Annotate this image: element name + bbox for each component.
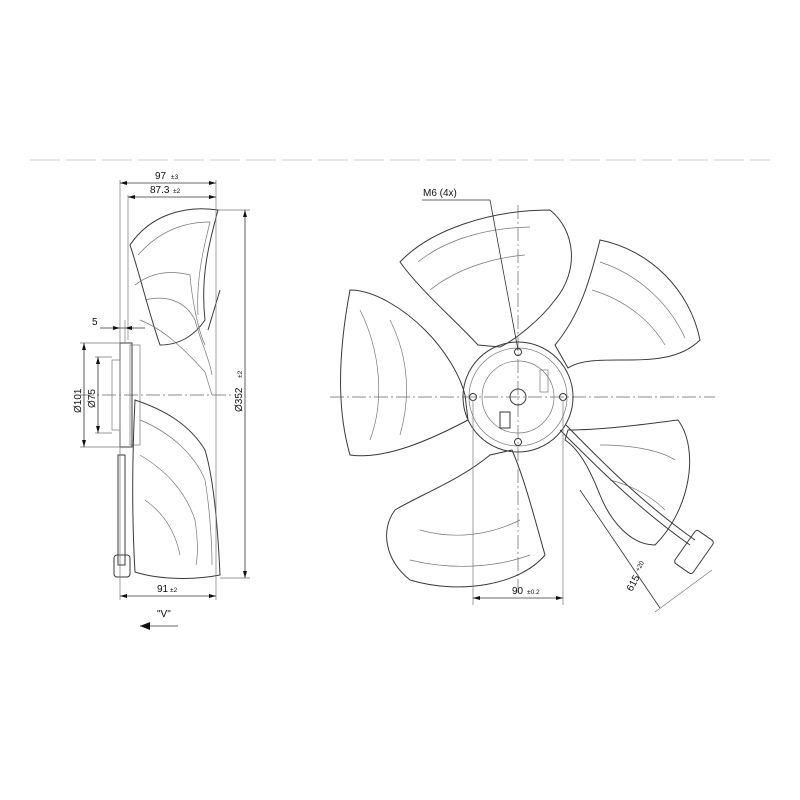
arrowhead — [113, 326, 120, 330]
hub-bolt-circle — [481, 360, 555, 434]
blade-profile-upper-1 — [129, 208, 219, 346]
blade-profile-lower-2 — [139, 419, 213, 566]
fan-blade-left — [340, 289, 469, 457]
dim-615-label: 615 — [625, 573, 643, 593]
fan-blade-top — [399, 209, 572, 348]
front-view: M6 (4x) 90 ±0.2 615 +20 — [330, 188, 715, 613]
cable-gland — [113, 554, 131, 578]
dim-352-tolerance: ±2 — [237, 370, 244, 378]
blade-profile-upper-2 — [137, 221, 211, 316]
hub-outer-ring — [462, 341, 574, 453]
fan-blade-lower-right — [564, 419, 691, 546]
fan-blade-bottom — [386, 449, 546, 588]
cable-conduit — [117, 454, 126, 566]
blade-rib — [419, 519, 521, 536]
blade-tip-upper — [207, 289, 221, 331]
blade-rib — [389, 319, 407, 436]
fan-blade-right — [554, 239, 701, 369]
cable-outline — [565, 424, 696, 541]
blade-profile-lower-3 — [139, 454, 198, 566]
blade-profile-lower-1 — [132, 399, 221, 579]
side-view: 97 ±3 87.3 ±2 5 Ø101 Ø75 Ø352 ±2 — [73, 171, 250, 630]
blade-rib — [409, 554, 531, 567]
arrowhead — [209, 195, 216, 199]
dim-91-tolerance: ±2 — [170, 587, 178, 594]
blade-rib — [359, 309, 380, 441]
hub-nameplate — [499, 411, 511, 429]
dim-101-label: Ø101 — [73, 388, 84, 413]
arrowhead — [556, 596, 563, 600]
dim-5-label: 5 — [92, 317, 98, 328]
thread-label: M6 (4x) — [423, 188, 457, 199]
arrowhead — [82, 440, 86, 447]
arrowhead — [96, 426, 100, 433]
arrowhead — [209, 594, 216, 598]
cable-connector — [674, 529, 714, 575]
hub-center — [509, 388, 527, 406]
blade-rib — [599, 444, 676, 461]
blade-profile-upper-4 — [144, 297, 213, 376]
dim-97-tolerance: ±3 — [171, 174, 179, 181]
extension-line-615 — [654, 569, 713, 613]
blade-profile-lower-4 — [144, 499, 181, 556]
blade-profile-upper-5 — [139, 319, 213, 396]
dim-87-3-label: 87.3 — [150, 185, 170, 196]
dim-615-tolerance: +20 — [635, 560, 647, 573]
dim-90-tolerance: ±0.2 — [527, 589, 540, 596]
dim-87-3-tolerance: ±2 — [173, 188, 181, 195]
thread-leader — [489, 199, 519, 351]
blade-rib — [609, 479, 666, 511]
arrowhead — [96, 357, 100, 364]
motor-hub — [129, 344, 141, 446]
dim-352-label: Ø352 — [234, 387, 245, 412]
dim-line-615 — [579, 489, 661, 609]
dim-97-label: 97 — [155, 171, 167, 182]
arrowhead — [125, 326, 132, 330]
arrowhead — [209, 181, 216, 185]
arrowhead — [243, 571, 247, 578]
arrowhead — [473, 596, 480, 600]
arrowhead — [120, 594, 127, 598]
blade-rib — [417, 226, 531, 263]
cable — [559, 429, 691, 546]
fan-blades — [340, 209, 701, 588]
arrowhead — [120, 181, 127, 185]
blade-rib — [591, 289, 666, 346]
blade-profile-upper-3 — [134, 272, 206, 346]
mounting-hole — [514, 438, 522, 446]
dim-90-label: 90 — [512, 586, 524, 597]
hub-label-plate — [539, 369, 549, 393]
arrowhead — [128, 195, 135, 199]
dim-75-label: Ø75 — [87, 389, 98, 408]
arrowhead — [243, 210, 247, 217]
view-arrowhead — [140, 622, 150, 630]
view-v-label: "V" — [157, 609, 171, 620]
blade-rib — [599, 261, 686, 339]
dim-91-label: 91 — [157, 584, 169, 595]
blade-rib — [429, 254, 526, 291]
arrowhead — [82, 343, 86, 350]
